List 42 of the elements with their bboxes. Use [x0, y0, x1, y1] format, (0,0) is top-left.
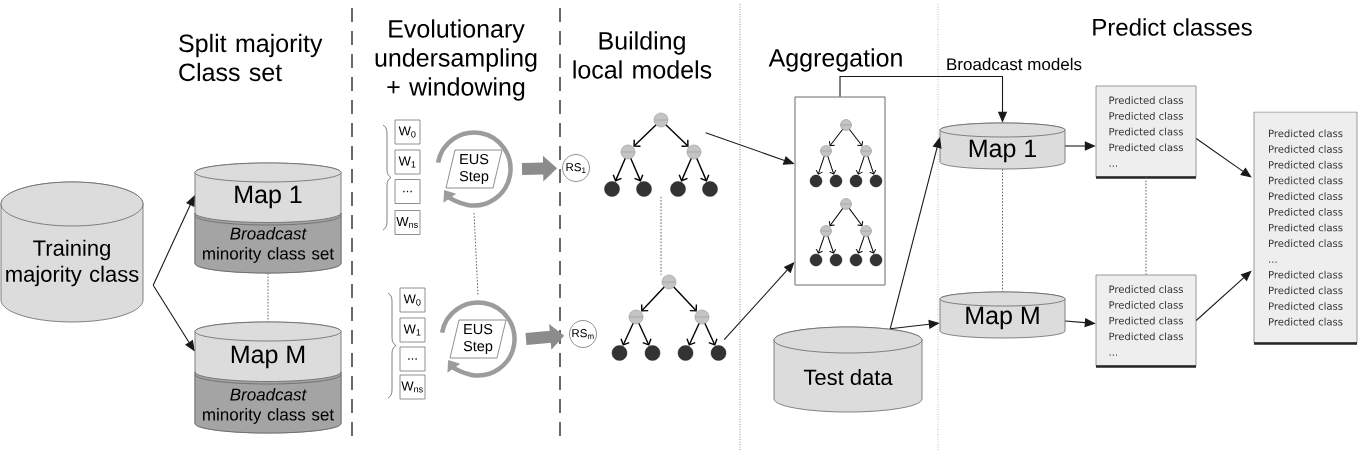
container-box	[794, 96, 886, 286]
arrow	[1195, 137, 1252, 178]
database-cylinder: Map 1 Broadcast minority class set	[194, 162, 342, 274]
window-box: ...	[394, 179, 421, 204]
arrow	[152, 195, 195, 286]
edge-label: Broadcast models	[945, 56, 1084, 72]
dotted-line	[1002, 168, 1003, 293]
arrow	[723, 262, 795, 341]
database-cylinder: Map M Broadcast minority class set	[194, 321, 342, 434]
tree-drawing	[809, 198, 883, 267]
window-box: ...	[399, 346, 426, 372]
arrow	[889, 137, 942, 330]
column-heading: Predict classes	[1093, 18, 1252, 36]
tree-drawing	[611, 274, 727, 361]
tree-drawing	[809, 119, 883, 188]
list-box: Predicted class Predicted class Predicted class Predicted class ...	[1095, 274, 1197, 368]
column-heading: Split majority Class set	[179, 33, 323, 82]
column-heading: Aggregation	[768, 48, 902, 72]
column-heading: Evolutionary undersampling + windowing	[375, 19, 537, 101]
window-box: W$_{ns}$	[399, 374, 426, 400]
database-cylinder: Map M	[939, 291, 1066, 339]
dotted-line	[473, 212, 479, 296]
step-parallelogram: EUS Step	[445, 149, 503, 189]
database-cylinder: Test data	[773, 326, 923, 413]
database-cylinder: Training majority class	[0, 181, 144, 323]
column-heading: Building local models	[573, 31, 712, 79]
window-box: W$_{1}$	[394, 149, 421, 175]
dotted-line	[267, 272, 269, 323]
database-cylinder: Map 1	[939, 122, 1066, 170]
window-box: W$_{ns}$	[394, 210, 421, 235]
dotted-line	[1145, 176, 1147, 276]
window-box: W$_{1}$	[399, 317, 426, 343]
circle-node: RS$_{m}$	[569, 320, 597, 348]
list-box: Predicted class Predicted class Predicted class Predicted class Predicted class Predicted class Predicted class Predicted class ... Predicted class Predicted class Predicted class Predicted class	[1253, 111, 1358, 345]
circle-node: RS$_{1}$	[562, 154, 590, 182]
list-box: Predicted class Predicted class Predicted class Predicted class ...	[1095, 85, 1197, 179]
window-box: W$_{0}$	[394, 119, 421, 145]
arrow	[1195, 270, 1252, 322]
dotted-line	[660, 196, 662, 276]
tree-drawing	[604, 112, 718, 197]
window-box: W$_{0}$	[399, 287, 426, 313]
step-parallelogram: EUS Step	[449, 319, 507, 359]
